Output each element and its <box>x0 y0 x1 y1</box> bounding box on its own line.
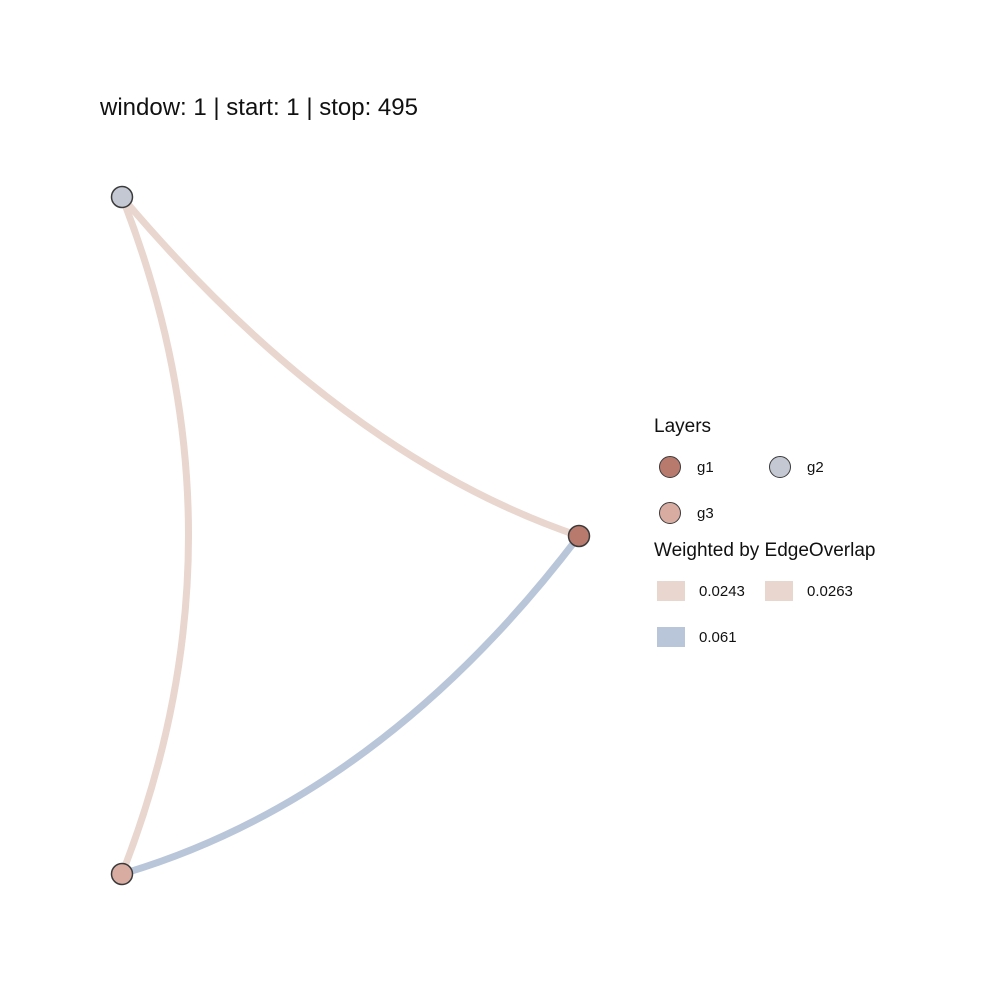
node-top-left <box>110 185 134 209</box>
node-right <box>567 524 591 548</box>
plot-title: window: 1 | start: 1 | stop: 495 <box>100 94 418 121</box>
edge-layer <box>118 193 583 878</box>
g3-node-swatch <box>659 502 681 524</box>
layers-legend-title: Layers <box>654 416 712 437</box>
node-layer <box>110 185 591 886</box>
legend-label-g1: g1 <box>697 458 714 476</box>
legend-label-edge-0-061: 0.061 <box>699 628 737 646</box>
g2-node-swatch <box>769 456 791 478</box>
legend-item-g2: g2 <box>764 452 874 482</box>
edge-right-bottom-left <box>118 532 583 878</box>
edge-top-left-right <box>118 193 583 540</box>
edges-legend: 0.0243 0.0263 0.061 <box>654 576 974 652</box>
legend-item-edge-0-0243: 0.0243 <box>654 576 762 606</box>
layers-legend: g1 g2 g3 <box>654 452 974 528</box>
edges-legend-title: Weighted by EdgeOverlap <box>654 540 876 561</box>
edge-swatch-0-0263 <box>765 581 793 601</box>
legend-label-g3: g3 <box>697 504 714 522</box>
legend: Layers g1 g2 g3 Weighted by EdgeOverlap … <box>654 414 974 662</box>
legend-label-edge-0-0263: 0.0263 <box>807 582 853 600</box>
edge-swatch-0-061 <box>657 627 685 647</box>
edge-swatch-0-0243 <box>657 581 685 601</box>
node-bottom-left <box>110 862 134 886</box>
g1-node-swatch <box>659 456 681 478</box>
legend-item-g3: g3 <box>654 498 764 528</box>
edge-top-left-bottom-left <box>118 193 192 878</box>
legend-item-edge-0-061: 0.061 <box>654 622 762 652</box>
legend-label-edge-0-0243: 0.0243 <box>699 582 745 600</box>
legend-label-g2: g2 <box>807 458 824 476</box>
legend-item-g1: g1 <box>654 452 764 482</box>
legend-item-edge-0-0263: 0.0263 <box>762 576 870 606</box>
